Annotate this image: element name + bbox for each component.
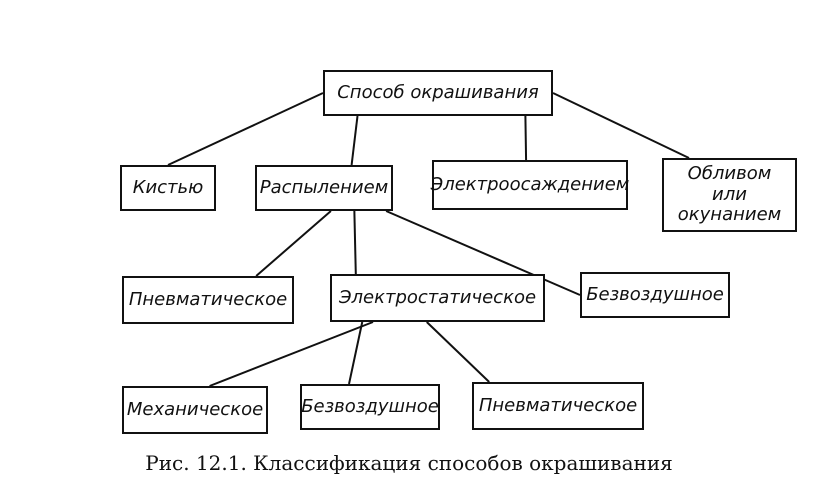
edge-layer [167, 92, 690, 387]
node-electrodeposition: Электроосаждением [431, 160, 629, 210]
edge-electrostatic-to-airless-2 [348, 321, 364, 385]
edge-spray-to-airless-1 [385, 210, 581, 296]
node-electrostatic: Электростатическое [330, 274, 545, 322]
node-pneumatic: Пневматическое [122, 276, 294, 324]
node-mechanical: Механическое [122, 386, 268, 434]
figure-caption: Рис. 12.1. Классификация способов окраши… [145, 451, 673, 475]
node-spraying: Распылением [255, 165, 393, 211]
edge-electrostatic-to-mechanical [209, 321, 374, 387]
node-airless: Безвоздушное [580, 272, 730, 318]
node-pneumatic-electrostatic: Пневматическое [472, 382, 644, 430]
edge-root-to-electrodeposition [524, 115, 528, 161]
edge-spray-to-electrostatic [353, 210, 357, 275]
node-painting-method: Способ окрашивания [323, 70, 553, 116]
edge-root-to-spray [350, 115, 359, 166]
node-brush: Кистью [120, 165, 216, 211]
node-pour-or-dip: Обливом или окунанием [662, 158, 797, 232]
edge-root-to-pour-dip [552, 92, 690, 159]
node-airless-electrostatic: Безвоздушное [300, 384, 440, 430]
edge-spray-to-pneumatic-1 [255, 210, 332, 277]
edge-root-to-brush [167, 92, 324, 166]
edge-electrostatic-to-pneumatic-2 [426, 321, 490, 383]
